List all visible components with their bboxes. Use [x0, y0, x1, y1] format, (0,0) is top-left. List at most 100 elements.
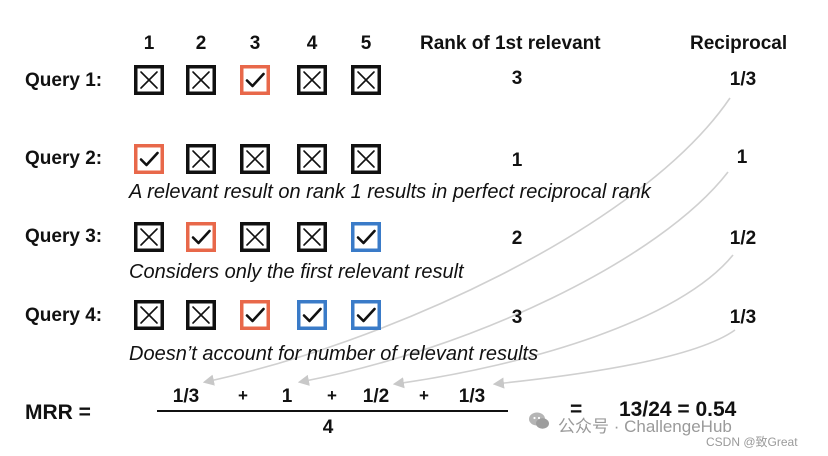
query-4-result-2-box — [186, 300, 216, 330]
formula-term-3: 1/2 — [362, 386, 390, 407]
query-1-result-1-box — [134, 65, 164, 95]
formula-denominator: 4 — [322, 417, 334, 438]
box-outline — [186, 65, 216, 95]
formula-result: 13/24 = 0.54 — [619, 398, 737, 421]
x-mark-icon — [246, 228, 264, 246]
relevant-box-outline — [134, 144, 164, 174]
relevant-box-outline — [297, 300, 327, 330]
x-mark-icon — [192, 306, 210, 324]
query-2-result-4-box — [297, 144, 327, 174]
formula-term-2: 1 — [281, 386, 293, 407]
checkmark-icon — [191, 229, 211, 245]
arrow-q4 — [492, 329, 736, 389]
query-4-label: Query 4: — [25, 305, 103, 326]
relevant-box-outline — [351, 300, 381, 330]
query-4-result-5-box — [351, 300, 381, 330]
query-3-result-4-box — [297, 222, 327, 252]
box-outline — [297, 144, 327, 174]
query-2-rank: 1 — [511, 150, 523, 171]
rank-header: Rank of 1st relevant — [420, 33, 601, 54]
arrow-q1 — [202, 97, 731, 386]
box-outline — [134, 222, 164, 252]
query-2-result-3-box — [240, 144, 270, 174]
formula-equals: = — [570, 398, 583, 421]
query-3-result-1-box — [134, 222, 164, 252]
column-4-label: 4 — [306, 33, 318, 54]
x-mark-icon — [303, 150, 321, 168]
checkmark-icon — [302, 307, 322, 323]
box-outline — [297, 65, 327, 95]
x-mark-icon — [303, 228, 321, 246]
query-1-result-2-box — [186, 65, 216, 95]
query-3-reciprocal: 1/2 — [729, 228, 757, 249]
formula-plus-3: + — [419, 386, 429, 405]
query-2-result-1-box — [134, 144, 164, 174]
arrow-q3 — [392, 254, 734, 389]
query-4-reciprocal: 1/3 — [729, 307, 757, 328]
x-mark-icon — [140, 306, 158, 324]
query-3-result-2-box — [186, 222, 216, 252]
query-1-label: Query 1: — [25, 70, 103, 91]
x-mark-icon — [140, 228, 158, 246]
box-outline — [351, 144, 381, 174]
query-2-label: Query 2: — [25, 148, 103, 169]
query-1-result-4-box — [297, 65, 327, 95]
query-4-result-1-box — [134, 300, 164, 330]
x-mark-icon — [140, 71, 158, 89]
query-1-rank: 3 — [511, 68, 523, 89]
query-2-result-5-box — [351, 144, 381, 174]
relevant-box-outline — [351, 222, 381, 252]
box-outline — [134, 300, 164, 330]
x-mark-icon — [357, 150, 375, 168]
box-outline — [186, 144, 216, 174]
checkmark-icon — [356, 229, 376, 245]
checkmark-icon — [245, 307, 265, 323]
x-mark-icon — [192, 150, 210, 168]
query-3-rank: 2 — [511, 228, 523, 249]
formula-term-4: 1/3 — [458, 386, 486, 407]
note-first-relevant-only: Considers only the first relevant result — [129, 261, 464, 283]
box-outline — [186, 300, 216, 330]
note-ignores-number-relevant: Doesn’t account for number of relevant r… — [129, 343, 539, 365]
query-3-label: Query 3: — [25, 226, 103, 247]
watermark-main: 公众号 · ChallengeHub — [558, 417, 732, 436]
query-4-result-4-box — [297, 300, 327, 330]
box-outline — [240, 222, 270, 252]
note-perfect-reciprocal-rank: A relevant result on rank 1 results in p… — [129, 181, 651, 203]
formula-plus-1: + — [238, 386, 248, 405]
column-3-label: 3 — [249, 33, 261, 54]
box-outline — [240, 144, 270, 174]
wechat-icon — [528, 411, 550, 431]
query-2-result-2-box — [186, 144, 216, 174]
relevant-box-outline — [240, 300, 270, 330]
x-mark-icon — [357, 71, 375, 89]
column-1-label: 1 — [143, 33, 155, 54]
x-mark-icon — [192, 71, 210, 89]
box-outline — [297, 222, 327, 252]
column-5-label: 5 — [360, 33, 372, 54]
query-1-result-3-box — [240, 65, 270, 95]
query-3-result-3-box — [240, 222, 270, 252]
query-1-result-5-box — [351, 65, 381, 95]
query-2-reciprocal: 1 — [736, 147, 748, 168]
x-mark-icon — [246, 150, 264, 168]
checkmark-icon — [356, 307, 376, 323]
relevant-box-outline — [240, 65, 270, 95]
column-2-label: 2 — [195, 33, 207, 54]
fraction-bar — [157, 410, 508, 412]
arrow-q2 — [297, 171, 729, 386]
query-1-reciprocal: 1/3 — [729, 69, 757, 90]
x-mark-icon — [303, 71, 321, 89]
formula-term-1: 1/3 — [172, 386, 200, 407]
query-4-rank: 3 — [511, 307, 523, 328]
query-4-result-3-box — [240, 300, 270, 330]
mrr-label: MRR = — [25, 401, 91, 424]
relevant-box-outline — [186, 222, 216, 252]
box-outline — [351, 65, 381, 95]
checkmark-icon — [245, 72, 265, 88]
query-3-result-5-box — [351, 222, 381, 252]
formula-plus-2: + — [327, 386, 337, 405]
checkmark-icon — [139, 151, 159, 167]
box-outline — [134, 65, 164, 95]
